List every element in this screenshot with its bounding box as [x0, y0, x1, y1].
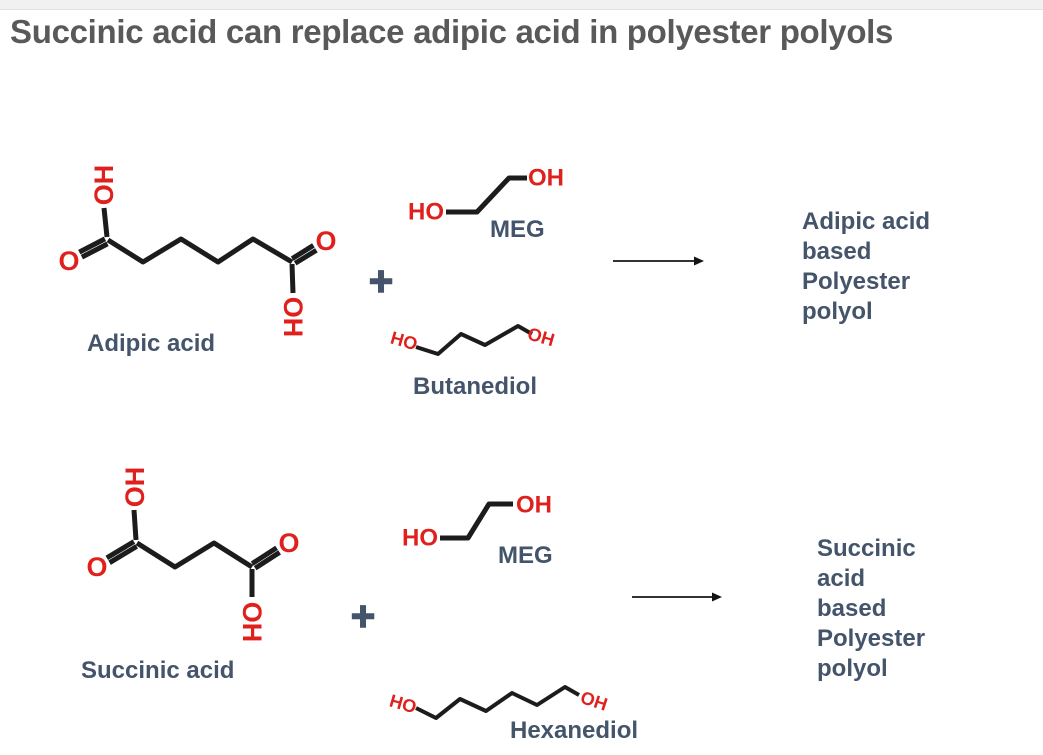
butanediol-structure: HO OH	[388, 324, 557, 356]
succinic-double-bond-left	[105, 539, 136, 561]
meg-structure-2: HO OH	[402, 492, 552, 552]
plus-sign-2: +	[351, 593, 376, 640]
butanediol-ho-label: HO	[388, 328, 419, 355]
meg-name-1: MEG	[490, 216, 545, 243]
product-text-1: Adipic acid based Polyester polyol	[802, 208, 931, 325]
adipic-acid-structure: OH O O OH	[58, 165, 336, 338]
adipic-o-right-label: O	[315, 226, 336, 256]
hexanediol-structure: HO OH	[387, 685, 610, 720]
butanediol-oh-label: OH	[525, 324, 556, 351]
meg2-ho-label: HO	[402, 525, 438, 552]
hexanediol-carbon-chain	[415, 685, 580, 720]
meg1-carbon-chain	[446, 175, 527, 215]
top-divider	[0, 0, 1043, 10]
adipic-o-left-label: O	[58, 246, 79, 276]
succinic-acid-name: Succinic acid	[81, 657, 235, 684]
succinic-o-left-label: O	[86, 552, 107, 582]
succinic-oh-top-bond	[131, 509, 139, 541]
adipic-double-bond-right	[293, 248, 318, 266]
slide-title: Succinic acid can replace adipic acid in…	[10, 13, 894, 50]
succinic-oh-bottom-label: OH	[237, 602, 267, 643]
meg-name-2: MEG	[498, 542, 553, 569]
arrowhead-1	[694, 256, 704, 266]
arrowhead-2	[712, 592, 722, 602]
adipic-oh-top-bond	[101, 207, 110, 238]
adipic-carbon-chain	[106, 236, 294, 265]
adipic-oh-top-label: OH	[89, 165, 119, 206]
succinic-o-right-label: O	[278, 528, 299, 558]
succinic-acid-structure: OH O O OH	[86, 467, 299, 643]
butanediol-carbon-chain	[415, 324, 533, 356]
succinic-carbon-chain	[135, 540, 254, 570]
adipic-oh-bottom-bond	[289, 263, 296, 294]
meg-structure-1: HO OH	[408, 165, 564, 226]
hexanediol-ho-label: HO	[387, 691, 418, 718]
succinic-oh-top-label: OH	[120, 467, 150, 508]
hexanediol-oh-label: OH	[578, 687, 610, 714]
meg1-ho-label: HO	[408, 199, 444, 226]
adipic-acid-name: Adipic acid	[87, 330, 216, 357]
hexanediol-name: Hexanediol	[510, 717, 639, 744]
adipic-oh-bottom-label: OH	[278, 297, 308, 338]
meg1-oh-label: OH	[528, 165, 564, 192]
reaction-arrow-1	[613, 256, 704, 266]
reaction-arrow-2	[632, 592, 722, 602]
adipic-double-bond-left	[78, 236, 107, 255]
meg2-carbon-chain	[440, 501, 513, 541]
succinic-double-bond-right	[253, 550, 281, 571]
plus-sign-1: +	[369, 258, 394, 305]
product-text-2: Succinic acid based Polyester polyol	[817, 535, 926, 682]
butanediol-name: Butanediol	[413, 373, 537, 400]
meg2-oh-label: OH	[516, 492, 552, 519]
